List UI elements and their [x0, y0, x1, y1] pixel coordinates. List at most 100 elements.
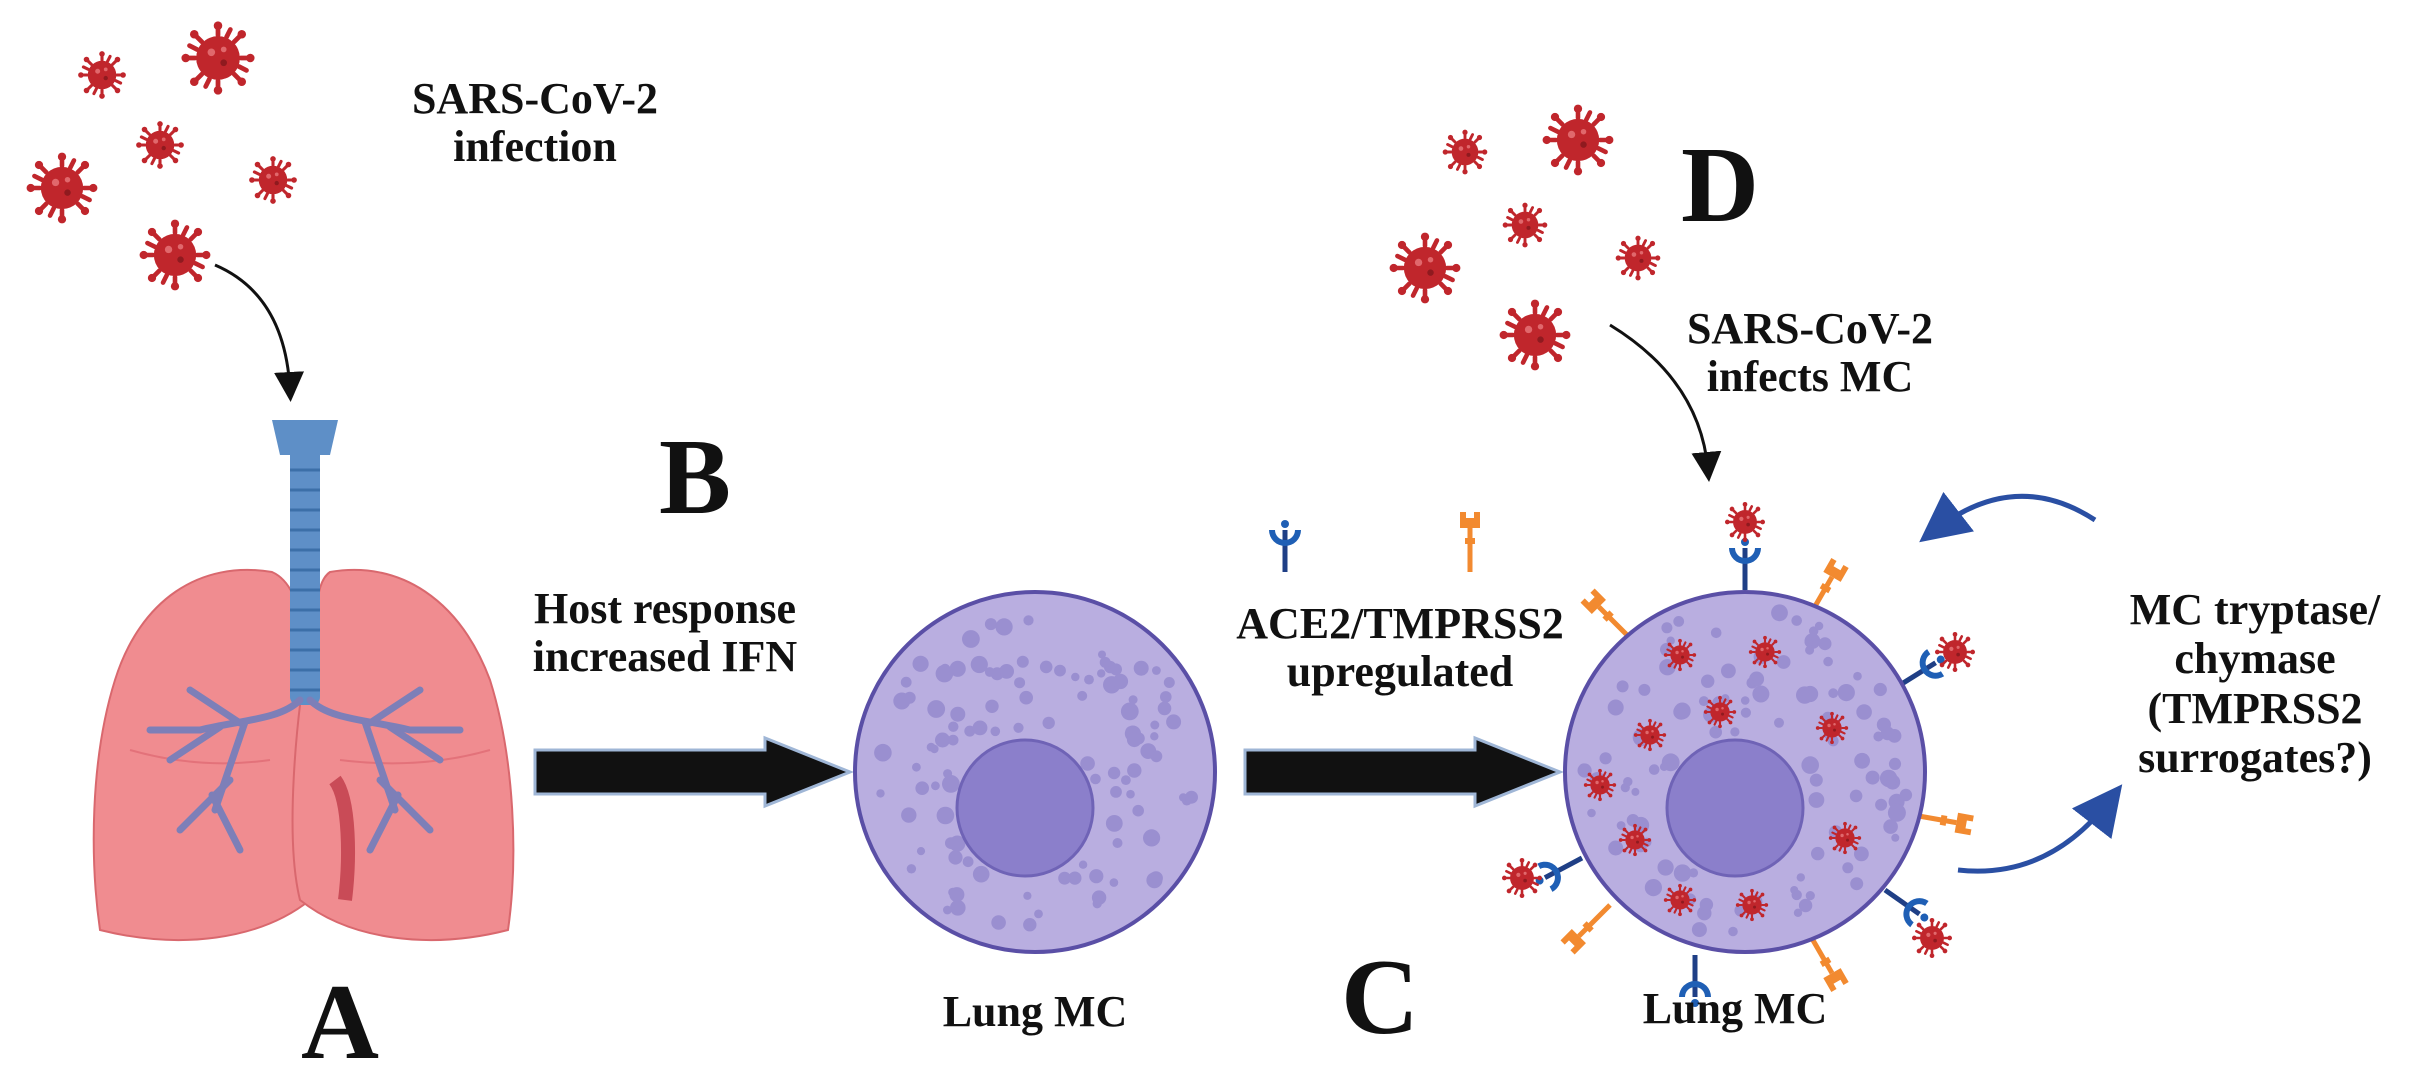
infects-mc-label: SARS-CoV-2 infects MC — [1630, 305, 1990, 400]
granule — [1740, 696, 1750, 705]
granule — [1014, 677, 1026, 689]
panel-letter-a: A — [301, 963, 379, 1082]
infection-arrow — [214, 263, 305, 402]
granule — [970, 655, 988, 674]
granule — [926, 742, 936, 752]
granule — [1112, 838, 1123, 848]
granule — [1132, 804, 1144, 817]
protease-line2: chymase — [2174, 634, 2336, 684]
host-response-line2: increased IFN — [532, 631, 798, 681]
granule — [1616, 680, 1629, 693]
granule — [1058, 871, 1071, 885]
granule — [1648, 764, 1660, 775]
granule — [1699, 897, 1714, 912]
granule — [912, 762, 921, 772]
granule — [1666, 636, 1675, 645]
panel-letter-d: D — [1681, 126, 1759, 245]
granule — [1110, 786, 1122, 798]
granule — [1811, 846, 1825, 861]
virus-icon — [1933, 630, 1977, 674]
granule — [1710, 627, 1722, 639]
granule — [1163, 677, 1175, 688]
granule — [1166, 714, 1182, 730]
granule — [1097, 669, 1106, 678]
ace2-receptor-icon — [1729, 538, 1761, 590]
granule — [943, 905, 952, 915]
granule — [1887, 803, 1906, 822]
granule — [1090, 773, 1101, 785]
granule — [972, 720, 988, 736]
granule — [901, 807, 917, 823]
granule — [1644, 879, 1662, 897]
granule — [1865, 770, 1880, 785]
granule — [1107, 766, 1121, 780]
granule — [1608, 840, 1624, 856]
virus-icon — [1617, 822, 1653, 858]
granule — [1623, 777, 1633, 787]
granule — [1084, 674, 1094, 685]
granule — [1808, 792, 1825, 808]
granule — [1774, 717, 1784, 728]
virus-icon — [1734, 887, 1770, 923]
granule — [1698, 696, 1709, 707]
granule — [1105, 815, 1123, 832]
granule — [1109, 878, 1119, 887]
virus-icon — [1582, 767, 1618, 803]
virus-icon — [1441, 128, 1489, 176]
granule — [1673, 616, 1685, 627]
protease-line3: (TMPRSS2 — [2147, 683, 2363, 733]
virus-icon — [1702, 694, 1738, 730]
granule — [949, 660, 966, 677]
granule — [1771, 604, 1788, 622]
granule — [1607, 699, 1624, 716]
virus-icon — [1632, 717, 1668, 753]
curved-arrow-bottom — [1957, 784, 2123, 874]
granule — [1886, 777, 1897, 788]
granule — [1080, 756, 1095, 771]
virus-icon — [247, 154, 299, 206]
virus-icon — [1814, 710, 1850, 746]
granule — [972, 865, 990, 883]
granule — [985, 699, 999, 713]
granule — [1790, 886, 1799, 894]
granule — [1089, 869, 1104, 884]
granule — [990, 726, 1001, 737]
granule — [1023, 891, 1032, 900]
granule — [1150, 720, 1160, 730]
granule — [942, 775, 960, 793]
granule — [1814, 621, 1824, 631]
host-response-line1: Host response — [534, 584, 796, 633]
infection-label-line2: infection — [453, 121, 617, 171]
granule — [1854, 752, 1870, 769]
granule — [984, 618, 997, 631]
virus-icon — [1500, 300, 1571, 371]
granule — [1023, 918, 1037, 932]
granule — [1850, 877, 1864, 891]
mast-cell-right — [1500, 500, 1977, 1007]
granule — [1673, 702, 1691, 720]
virus-icon — [1500, 856, 1544, 900]
tmprss2-protease-icon — [1460, 512, 1480, 572]
granule — [1801, 756, 1819, 774]
host-response-label: Host response increased IFN — [495, 585, 835, 680]
granule — [962, 856, 974, 868]
granule — [949, 835, 966, 852]
infects-mc-line1: SARS-CoV-2 — [1686, 304, 1934, 353]
granule — [948, 721, 959, 732]
virus-icon — [181, 21, 254, 94]
infects-arrow — [1609, 323, 1722, 482]
protease-line4: surrogates?) — [2138, 732, 2372, 782]
granule — [1657, 859, 1674, 876]
granule — [1853, 671, 1862, 681]
granule — [949, 887, 965, 903]
granule — [947, 734, 959, 746]
granule — [1152, 666, 1161, 675]
virus-icon — [1827, 820, 1863, 856]
granule — [1849, 789, 1863, 803]
virus-icon — [1543, 105, 1614, 176]
virus-icon — [140, 220, 211, 291]
granule — [915, 781, 929, 795]
granule — [1143, 829, 1161, 847]
virus-icon — [1910, 916, 1954, 960]
flow-arrow-c — [1243, 735, 1565, 809]
